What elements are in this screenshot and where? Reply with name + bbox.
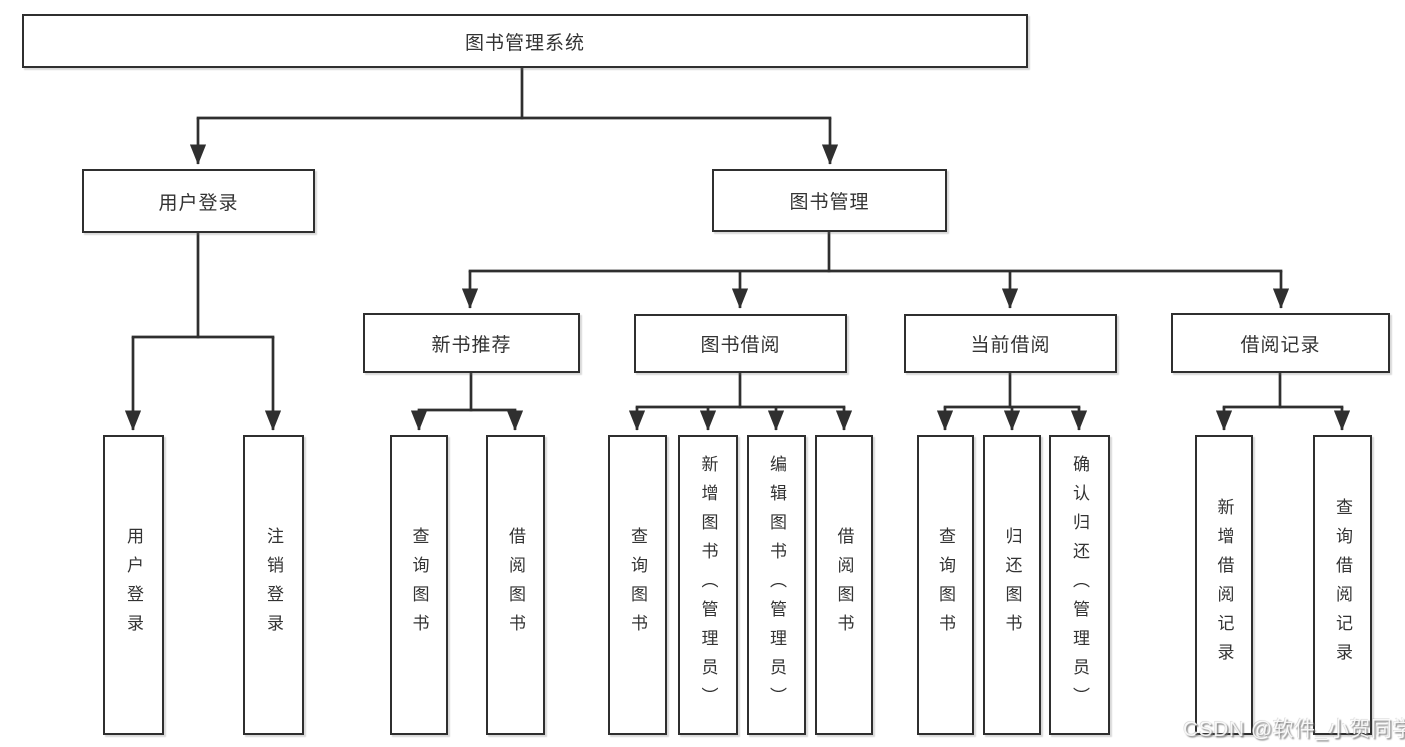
node-book-management: 图书管理: [712, 169, 947, 232]
leaf-user-login: 用户登录: [103, 435, 164, 735]
leaf-return-books: 归还图书: [983, 435, 1041, 735]
leaf-confirm-return-admin: 确认归还（管理员）: [1049, 435, 1110, 735]
node-library-management-system: 图书管理系统: [22, 14, 1028, 68]
node-borrowing-records: 借阅记录: [1171, 313, 1390, 373]
leaf-query-borrow-record: 查询借阅记录: [1313, 435, 1372, 735]
leaf-add-borrow-record: 新增借阅记录: [1195, 435, 1253, 735]
leaf-borrow-books: 借阅图书: [815, 435, 873, 735]
leaf-query-books-recommend: 查询图书: [390, 435, 448, 735]
node-user-login: 用户登录: [82, 169, 315, 233]
node-book-borrowing: 图书借阅: [634, 314, 847, 373]
connector-arrows: [124, 118, 1351, 431]
leaf-edit-books-admin: 编辑图书（管理员）: [747, 435, 806, 735]
leaf-query-books-borrow: 查询图书: [608, 435, 667, 735]
leaf-logout: 注销登录: [243, 435, 304, 735]
leaf-borrow-books-recommend: 借阅图书: [486, 435, 545, 735]
node-new-book-recommendation: 新书推荐: [363, 313, 580, 373]
leaf-add-books-admin: 新增图书（管理员）: [678, 435, 738, 735]
connector-bars: [131, 64, 1344, 412]
leaf-query-books-current: 查询图书: [917, 435, 974, 735]
node-current-borrowing: 当前借阅: [904, 314, 1117, 373]
